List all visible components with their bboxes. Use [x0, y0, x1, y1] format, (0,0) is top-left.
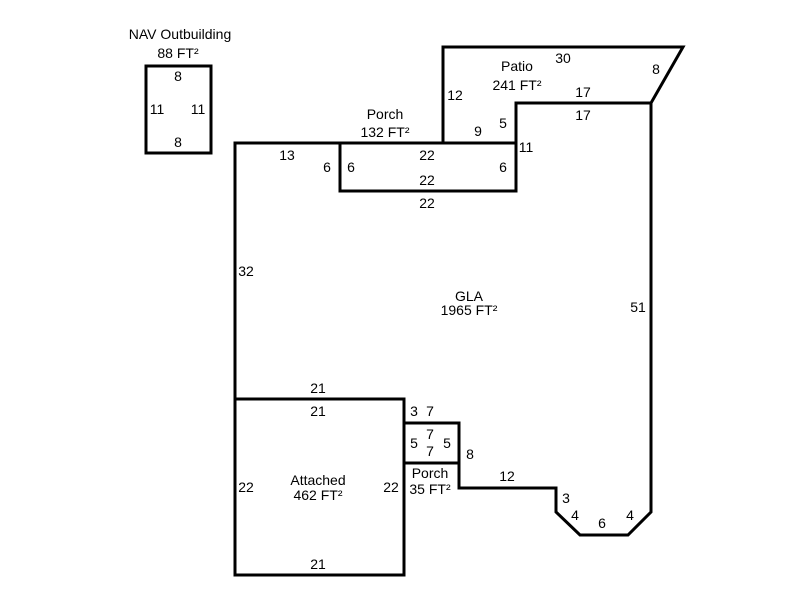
dim-label: 11: [519, 139, 534, 155]
dim-label: 5: [443, 435, 451, 451]
gla-area: 1965 FT²: [441, 302, 498, 318]
dim-label: 12: [499, 468, 515, 484]
dim-label: 17: [575, 107, 591, 123]
dim-label: 8: [466, 446, 474, 462]
nav-name: NAV Outbuilding: [129, 26, 231, 42]
dim-label: 30: [555, 50, 571, 66]
dim-label: 11: [191, 101, 206, 117]
dim-label: 21: [310, 556, 326, 572]
dim-label: 22: [383, 479, 399, 495]
porch-small-outline: [402, 421, 461, 465]
dim-label: 7: [426, 403, 434, 419]
dim-label: 8: [174, 68, 182, 84]
porch-top-outline: [338, 141, 518, 193]
dim-label: 12: [447, 87, 463, 103]
dim-label: 7: [426, 426, 434, 442]
dim-label: 22: [238, 479, 254, 495]
dim-label: 5: [499, 115, 507, 131]
porch-top-name: Porch: [367, 106, 404, 122]
dim-label: 9: [474, 123, 482, 139]
attached-area: 462 FT²: [293, 487, 342, 503]
nav-area: 88 FT²: [157, 45, 199, 61]
gla-name: GLA: [455, 288, 484, 304]
gla-outline-right: [457, 101, 653, 537]
dim-label: 21: [310, 403, 326, 419]
dim-label: 3: [410, 403, 418, 419]
dim-label: 21: [310, 380, 326, 396]
dim-label: 8: [652, 61, 660, 77]
attached-outline: [233, 397, 406, 577]
dim-label: 6: [499, 159, 507, 175]
dim-label: 8: [174, 134, 182, 150]
dim-label: 5: [410, 435, 418, 451]
porch-small-name: Porch: [412, 465, 449, 481]
dim-label: 7: [426, 443, 434, 459]
dim-label: 3: [562, 490, 570, 506]
dim-label: 17: [575, 84, 591, 100]
nav-outbuilding-outline: [144, 64, 213, 155]
dim-label: 32: [238, 263, 254, 279]
dim-label: 6: [347, 159, 355, 175]
patio-name: Patio: [501, 58, 533, 74]
dim-label: 22: [419, 147, 435, 163]
dim-label: 13: [279, 147, 295, 163]
patio-area: 241 FT²: [492, 77, 541, 93]
dim-label: 4: [626, 507, 634, 523]
attached-name: Attached: [290, 472, 345, 488]
porch-small-area: 35 FT²: [409, 481, 451, 497]
porch-top-area: 132 FT²: [360, 124, 409, 140]
dim-label: 11: [150, 101, 165, 117]
gla-outline-left: [233, 141, 340, 575]
dim-label: 4: [571, 507, 579, 523]
dim-label: 51: [630, 299, 646, 315]
dim-label: 22: [419, 195, 435, 211]
dim-label: 6: [598, 515, 606, 531]
dim-label: 6: [323, 159, 331, 175]
dim-label: 22: [419, 172, 435, 188]
